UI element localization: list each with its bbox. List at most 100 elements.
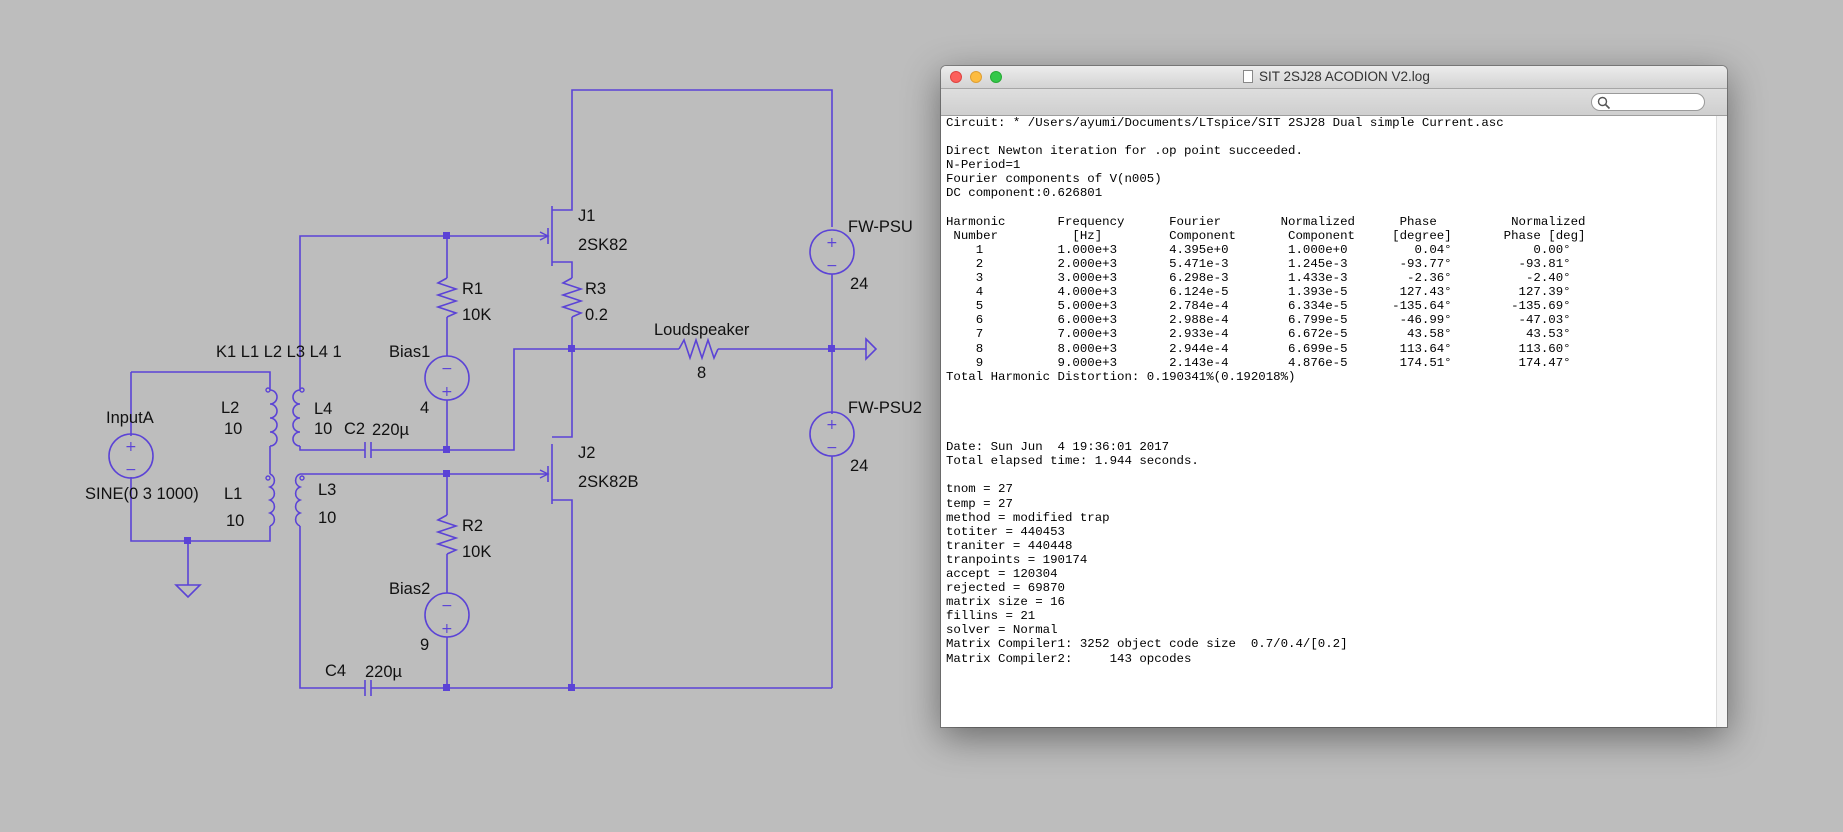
bias1-value: 4	[420, 399, 429, 417]
log-window: SIT 2SJ28 ACODION V2.log Circuit: * /Use…	[941, 66, 1727, 727]
log-line: Number [Hz] Component Component [degree]…	[946, 228, 1586, 243]
inputA-name: InputA	[106, 409, 154, 427]
log-line: solver = Normal	[946, 623, 1058, 638]
l3-name: L3	[318, 481, 336, 499]
log-line: 9 9.000e+3 2.143e-4 4.876e-5 174.51° 174…	[946, 355, 1571, 370]
c2-value: 220µ	[372, 421, 410, 439]
log-text-area[interactable]: Circuit: * /Users/ayumi/Documents/LTspic…	[941, 116, 1717, 727]
log-line	[946, 130, 1712, 144]
log-line	[946, 468, 1712, 482]
log-line: Matrix Compiler1: 3252 object code size …	[946, 637, 1348, 652]
log-line: Total elapsed time: 1.944 seconds.	[946, 454, 1199, 469]
log-line: matrix size = 16	[946, 595, 1065, 610]
loudspeaker-name: Loudspeaker	[654, 321, 750, 339]
r3-value: 0.2	[585, 306, 608, 324]
bias1-plus-symbol: +	[441, 384, 453, 400]
zoom-button[interactable]	[990, 71, 1002, 83]
log-line: 8 8.000e+3 2.944e-4 6.699e-5 113.64° 113…	[946, 341, 1571, 356]
window-title: SIT 2SJ28 ACODION V2.log	[1259, 69, 1430, 84]
log-line: 5 5.000e+3 2.784e-4 6.334e-5 -135.64° -1…	[946, 299, 1571, 314]
j1-name: J1	[578, 207, 595, 225]
log-line: tnom = 27	[946, 482, 1013, 497]
log-line: totiter = 440453	[946, 524, 1065, 539]
close-button[interactable]	[950, 71, 962, 83]
log-line: method = modified trap	[946, 510, 1110, 525]
bias2-minus-symbol: −	[441, 598, 453, 614]
log-line: Direct Newton iteration for .op point su…	[946, 144, 1303, 159]
log-line: temp = 27	[946, 496, 1013, 511]
r1-name: R1	[462, 280, 483, 298]
psu1-value: 24	[850, 275, 868, 293]
r2-value: 10K	[462, 543, 491, 561]
log-line: accept = 120304	[946, 567, 1058, 581]
psu1-name: FW-PSU	[848, 218, 913, 236]
r3-name: R3	[585, 280, 606, 298]
l1-value: 10	[226, 512, 244, 530]
r2-name: R2	[462, 517, 483, 535]
bias2-plus-symbol: +	[441, 621, 453, 637]
psu2-plus-symbol: +	[826, 417, 838, 433]
bias1-name: Bias1	[389, 343, 430, 361]
c4-value: 220µ	[365, 663, 403, 681]
j2-value: 2SK82B	[578, 473, 639, 491]
bias1-minus-symbol: −	[441, 361, 453, 377]
coupling-label-k1: K1 L1 L2 L3 L4 1	[216, 343, 342, 361]
loudspeaker-value: 8	[697, 364, 706, 382]
window-toolbar	[941, 89, 1727, 116]
psu2-name: FW-PSU2	[848, 399, 922, 417]
log-line	[946, 201, 1712, 215]
schematic-canvas[interactable]: + − − + − + + − + − K1 L1 L2 L3 L4 1 Inp…	[0, 0, 930, 832]
log-line: traniter = 440448	[946, 538, 1073, 553]
search-field[interactable]	[1591, 93, 1705, 111]
j1-value: 2SK82	[578, 236, 628, 254]
log-line: Fourier components of V(n005)	[946, 172, 1162, 187]
log-line: DC component:0.626801	[946, 186, 1103, 201]
log-line: Matrix Compiler2: 143 opcodes	[946, 651, 1192, 666]
log-line: Total Harmonic Distortion: 0.190341%(0.1…	[946, 369, 1296, 384]
vertical-scrollbar[interactable]	[1716, 116, 1727, 727]
log-line: fillins = 21	[946, 609, 1036, 624]
junction-nodes	[184, 232, 835, 691]
log-line: tranpoints = 190174	[946, 552, 1088, 567]
l4-value: 10	[314, 420, 332, 438]
psu2-minus-symbol: −	[826, 440, 838, 456]
l4-name: L4	[314, 400, 332, 418]
document-icon	[1243, 70, 1253, 83]
log-line: Date: Sun Jun 4 19:36:01 2017	[946, 440, 1170, 455]
psu1-minus-symbol: −	[826, 258, 838, 274]
bias2-name: Bias2	[389, 580, 430, 598]
window-titlebar[interactable]: SIT 2SJ28 ACODION V2.log	[941, 66, 1727, 89]
j2-name: J2	[578, 444, 595, 462]
psu1-plus-symbol: +	[826, 235, 838, 251]
log-line: Harmonic Frequency Fourier Normalized Ph…	[946, 214, 1586, 229]
c2-name: C2	[344, 420, 365, 438]
l2-name: L2	[221, 399, 239, 417]
inputA-plus-symbol: +	[125, 439, 137, 455]
log-line: 3 3.000e+3 6.298e-3 1.433e-3 -2.36° -2.4…	[946, 271, 1571, 286]
gate-arrows	[265, 231, 550, 481]
l2-value: 10	[224, 420, 242, 438]
r1-value: 10K	[462, 306, 491, 324]
log-line: rejected = 69870	[946, 581, 1065, 596]
bias2-value: 9	[420, 636, 429, 654]
minimize-button[interactable]	[970, 71, 982, 83]
log-line: 7 7.000e+3 2.933e-4 6.672e-5 43.58° 43.5…	[946, 327, 1571, 342]
psu2-value: 24	[850, 457, 868, 475]
inputA-value: SINE(0 3 1000)	[85, 485, 199, 503]
l3-value: 10	[318, 509, 336, 527]
log-line: 1 1.000e+3 4.395e+0 1.000e+0 0.04° 0.00°	[946, 242, 1571, 257]
log-line: 4 4.000e+3 6.124e-5 1.393e-5 127.43° 127…	[946, 285, 1571, 300]
inputA-minus-symbol: −	[125, 462, 137, 478]
search-icon	[1597, 96, 1611, 110]
log-line: 6 6.000e+3 2.988e-4 6.799e-5 -46.99° -47…	[946, 313, 1571, 328]
c4-name: C4	[325, 662, 346, 680]
log-line	[946, 384, 1712, 398]
l1-name: L1	[224, 485, 242, 503]
log-line: N-Period=1	[946, 158, 1021, 173]
log-line	[946, 426, 1712, 440]
wires	[108, 89, 878, 696]
log-line	[946, 398, 1712, 412]
log-line: Circuit: * /Users/ayumi/Documents/LTspic…	[946, 116, 1504, 130]
log-line	[946, 412, 1712, 426]
log-line: 2 2.000e+3 5.471e-3 1.245e-3 -93.77° -93…	[946, 256, 1571, 271]
